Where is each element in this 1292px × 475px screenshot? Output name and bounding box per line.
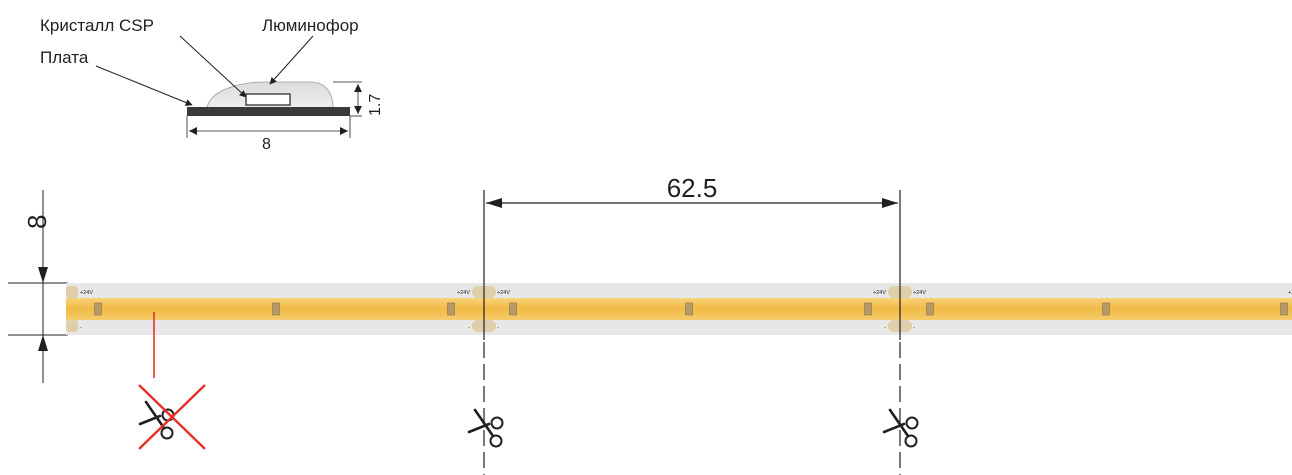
component-mark (272, 302, 280, 316)
cross-section: Кристалл CSP Люминофор Плата 1.7 8 (40, 16, 384, 153)
label-board: Плата (40, 48, 89, 67)
cut-lines (483, 190, 901, 475)
label-crystal: Кристалл CSP (40, 16, 154, 35)
pad-plus-label: +24V (913, 290, 926, 296)
label-phosphor: Люминофор (262, 16, 359, 35)
pad-plus-label: +24V (457, 290, 470, 296)
pad-minus-label: - (80, 325, 82, 331)
pad-minus-label: - (913, 325, 915, 331)
solder-pad (66, 286, 78, 298)
pad-plus-label: +24V (497, 290, 510, 296)
crystal-leader (179, 35, 247, 98)
component-mark (447, 302, 455, 316)
pad-minus-label: - (468, 325, 470, 331)
pitch-dimension: 62.5 (486, 173, 898, 208)
no-cut-marker (138, 312, 206, 450)
cross-height-value: 1.7 (367, 94, 384, 116)
cross-width-value: 8 (262, 136, 271, 153)
component-mark (926, 302, 934, 316)
pad-minus-label: - (497, 325, 499, 331)
component-mark (685, 302, 693, 316)
component-mark (509, 302, 517, 316)
component-mark (864, 302, 872, 316)
scissors-icon (882, 408, 919, 448)
cross-icon (138, 384, 206, 450)
strip-phosphor-band (66, 298, 1292, 320)
component-mark (94, 302, 102, 316)
pad-plus-label: +24V (873, 290, 886, 296)
pitch-value: 62.5 (667, 173, 718, 203)
csp-chip (245, 93, 291, 106)
led-strip: +24V - +24V +24V - - +24V +24V - - +24V (66, 283, 1292, 335)
strip-width-dimension: 8 (8, 190, 68, 383)
pad-minus-label: - (884, 325, 886, 331)
pad-plus-label: +24V (80, 290, 93, 296)
phosphor-leader (269, 35, 314, 85)
pcb-board (187, 107, 350, 116)
component-mark (1102, 302, 1110, 316)
pad-plus-label: +24V (1288, 290, 1292, 296)
solder-pad (66, 320, 78, 332)
component-mark (1280, 302, 1288, 316)
board-leader (95, 65, 193, 106)
strip-width-value: 8 (22, 215, 52, 229)
scissors-icon (467, 408, 504, 448)
